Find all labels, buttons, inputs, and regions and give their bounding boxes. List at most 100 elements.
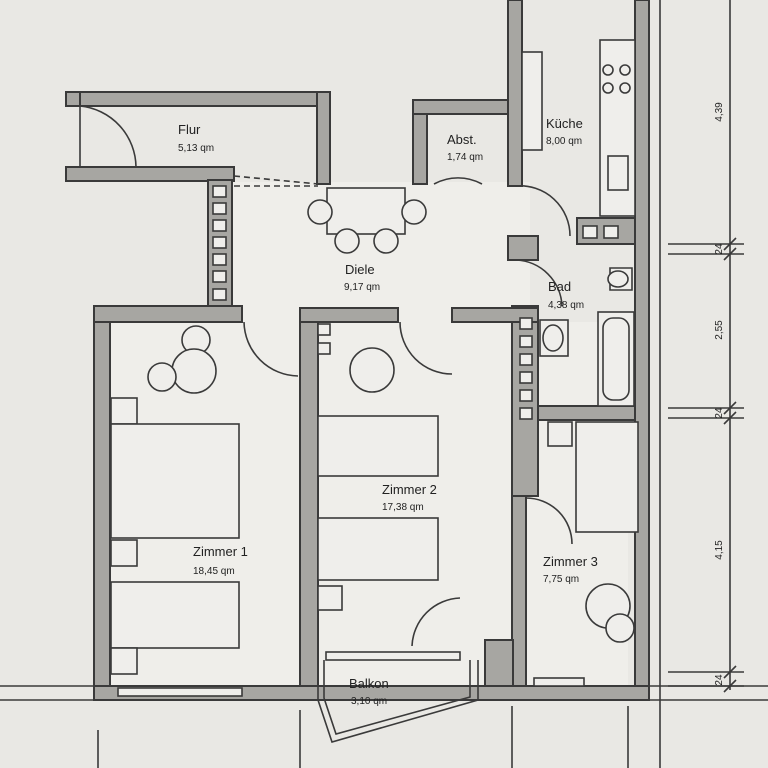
kitchen-sink	[607, 155, 629, 191]
door-zimmer2	[399, 321, 453, 375]
stove-burner	[602, 64, 614, 76]
furniture	[110, 39, 639, 675]
wall-kitchen-bottom	[576, 217, 636, 245]
room-name-zimmer3: Zimmer 3	[543, 554, 598, 569]
block	[212, 288, 227, 301]
balkon-outline	[317, 660, 479, 743]
room-area-flur: 5,13 qm	[178, 143, 214, 154]
balkon-outline-inner	[323, 660, 471, 735]
door-zimmer1	[243, 321, 299, 377]
block	[317, 342, 331, 355]
washbasin-bowl	[542, 324, 564, 352]
room-area-bad: 4,38 qm	[548, 300, 584, 311]
room-area-zimmer1: 18,45 qm	[193, 566, 235, 577]
room-name-flur: Flur	[178, 122, 201, 137]
block	[212, 185, 227, 198]
wall-zimmer2-top-right	[451, 307, 539, 323]
bed	[110, 423, 240, 539]
block	[519, 407, 533, 420]
wall-bad-bottom	[537, 405, 636, 421]
bed	[317, 517, 439, 581]
door-flur-entrance	[79, 105, 137, 168]
toilet-bowl	[607, 270, 629, 288]
block	[212, 253, 227, 266]
chair	[605, 613, 635, 643]
dim-bad-height: 2,55	[714, 320, 725, 340]
wall-zimmer2-top-left	[299, 307, 399, 323]
room-area-balkon: 3,10 qm	[351, 696, 387, 707]
chair	[334, 228, 360, 254]
dim-wall-1: 24	[714, 243, 725, 255]
wall-flur-left	[65, 91, 81, 107]
wall-flur-bottom	[65, 166, 235, 182]
stove-burner	[619, 64, 631, 76]
chair	[147, 362, 177, 392]
nightstand	[110, 397, 138, 425]
wall-flur-right	[316, 91, 331, 185]
door-kitchen	[515, 185, 571, 237]
room-name-abst: Abst.	[447, 132, 477, 147]
window-balkon	[325, 651, 461, 661]
stove-burner	[619, 82, 631, 94]
chair	[373, 228, 399, 254]
room-name-bad: Bad	[548, 279, 571, 294]
room-area-zimmer3: 7,75 qm	[543, 574, 579, 585]
window-zimmer1	[117, 687, 243, 697]
wall-outer-right	[634, 0, 650, 691]
room-name-zimmer2: Zimmer 2	[382, 482, 437, 497]
bed	[110, 581, 240, 649]
kitchen-cabinet	[521, 51, 543, 151]
nightstand	[110, 539, 138, 567]
wall-bad-top	[507, 235, 539, 261]
room-name-zimmer1: Zimmer 1	[193, 544, 248, 559]
bed	[317, 415, 439, 477]
wall-zimmer2-right	[511, 495, 527, 689]
room-name-balkon: Balkon	[349, 676, 389, 691]
room-area-kueche: 8,00 qm	[546, 136, 582, 147]
bathtub	[597, 311, 635, 407]
wall-outer-left	[93, 305, 111, 701]
room-area-abst: 1,74 qm	[447, 152, 483, 163]
stove-burner	[602, 82, 614, 94]
wall-zimmer1-right	[299, 307, 319, 699]
nightstand	[317, 585, 343, 611]
block	[582, 225, 598, 239]
block	[317, 323, 331, 336]
dim-wall-3: 24	[714, 674, 725, 686]
block	[519, 335, 533, 348]
door-abst	[433, 177, 483, 185]
opening-flur-diele	[233, 175, 319, 187]
wardrobe	[547, 421, 573, 447]
block	[519, 353, 533, 366]
room-name-diele: Diele	[345, 262, 375, 277]
windows	[117, 651, 585, 697]
table	[349, 347, 395, 393]
door-balkon	[411, 597, 461, 647]
block	[519, 317, 533, 330]
table	[171, 348, 217, 394]
nightstand	[110, 647, 138, 675]
door-zimmer3	[525, 497, 573, 545]
bed	[575, 421, 639, 533]
block	[212, 219, 227, 232]
wall-zimmer1-top	[93, 305, 243, 323]
wall-flur-top	[65, 91, 331, 107]
chair	[307, 199, 333, 225]
dimension-line	[668, 0, 744, 693]
room-labels: Flur 5,13 qm Abst. 1,74 qm Küche 8,00 qm…	[178, 116, 598, 707]
doors	[79, 105, 573, 647]
room-area-zimmer2: 17,38 qm	[382, 502, 424, 513]
block	[212, 236, 227, 249]
block	[519, 389, 533, 402]
chair	[401, 199, 427, 225]
window-zimmer3	[533, 677, 585, 687]
dim-wall-2: 24	[714, 407, 725, 419]
block	[212, 202, 227, 215]
dining-table	[326, 187, 406, 235]
wall-balkon-column	[484, 639, 514, 687]
block	[212, 270, 227, 283]
door-bad	[515, 259, 563, 307]
room-name-kueche: Küche	[546, 116, 583, 131]
bathtub-inner	[602, 317, 630, 401]
